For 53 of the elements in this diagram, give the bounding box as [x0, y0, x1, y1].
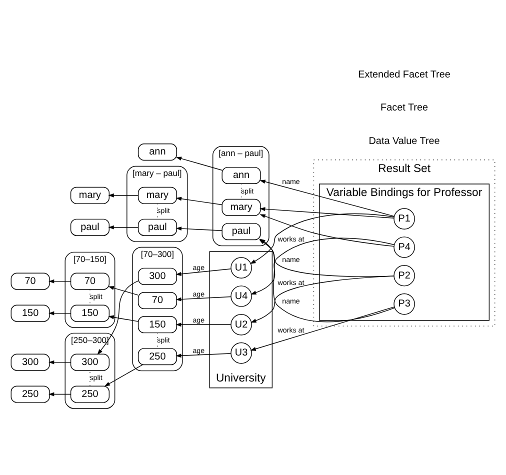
node-box: 300 — [70, 353, 110, 370]
node-box: 70 — [138, 291, 177, 309]
arrow — [260, 179, 395, 216]
label: Data Value Tree — [368, 136, 440, 147]
arrow — [48, 310, 71, 315]
arrow — [108, 314, 138, 322]
arrow — [250, 275, 394, 322]
arrow — [176, 196, 222, 205]
arrow — [176, 268, 232, 276]
node-box: 70 — [10, 272, 50, 290]
node-circle: U4 — [230, 285, 252, 306]
node-circle: P2 — [394, 264, 415, 286]
arrow — [250, 212, 394, 264]
node-box: paul — [138, 218, 177, 236]
node-box: paul — [70, 218, 110, 236]
arrow — [48, 360, 71, 364]
arrow — [250, 306, 395, 350]
arrow — [48, 392, 71, 396]
arrow — [104, 364, 143, 386]
node-box: ann — [138, 143, 177, 160]
arrow — [108, 224, 138, 229]
node-box: mary — [222, 198, 261, 216]
node-circle: U3 — [230, 342, 252, 364]
arrow — [97, 280, 138, 354]
arrow — [48, 278, 71, 283]
node-circle: U1 — [230, 256, 252, 278]
node-circle: U2 — [230, 314, 252, 335]
node-circle: P3 — [394, 292, 415, 314]
arrow — [176, 226, 222, 230]
arrow — [176, 322, 232, 326]
node-box: mary — [138, 186, 177, 204]
node-box: 150 — [70, 304, 110, 322]
arrow — [176, 296, 232, 301]
arrow — [176, 352, 232, 358]
node-box: 300 — [138, 267, 177, 284]
node-box: paul — [222, 222, 261, 240]
node-box: 70 — [70, 272, 110, 290]
node-box: 150 — [10, 304, 50, 322]
arrow — [108, 286, 138, 295]
node-circle: P4 — [394, 236, 415, 258]
arrow — [108, 192, 138, 197]
node-circle: P1 — [394, 208, 415, 229]
node-box: ann — [222, 166, 261, 184]
arrow — [176, 156, 222, 170]
node-box: 250 — [70, 385, 110, 402]
node-box: 250 — [138, 348, 177, 365]
node-box: 300 — [10, 353, 50, 370]
node-box: 150 — [138, 316, 177, 333]
node-box: mary — [70, 186, 110, 204]
label: Extended Facet Tree — [358, 68, 450, 80]
node-box: 250 — [10, 385, 50, 402]
arrow — [260, 206, 394, 218]
label: Facet Tree — [380, 102, 428, 114]
